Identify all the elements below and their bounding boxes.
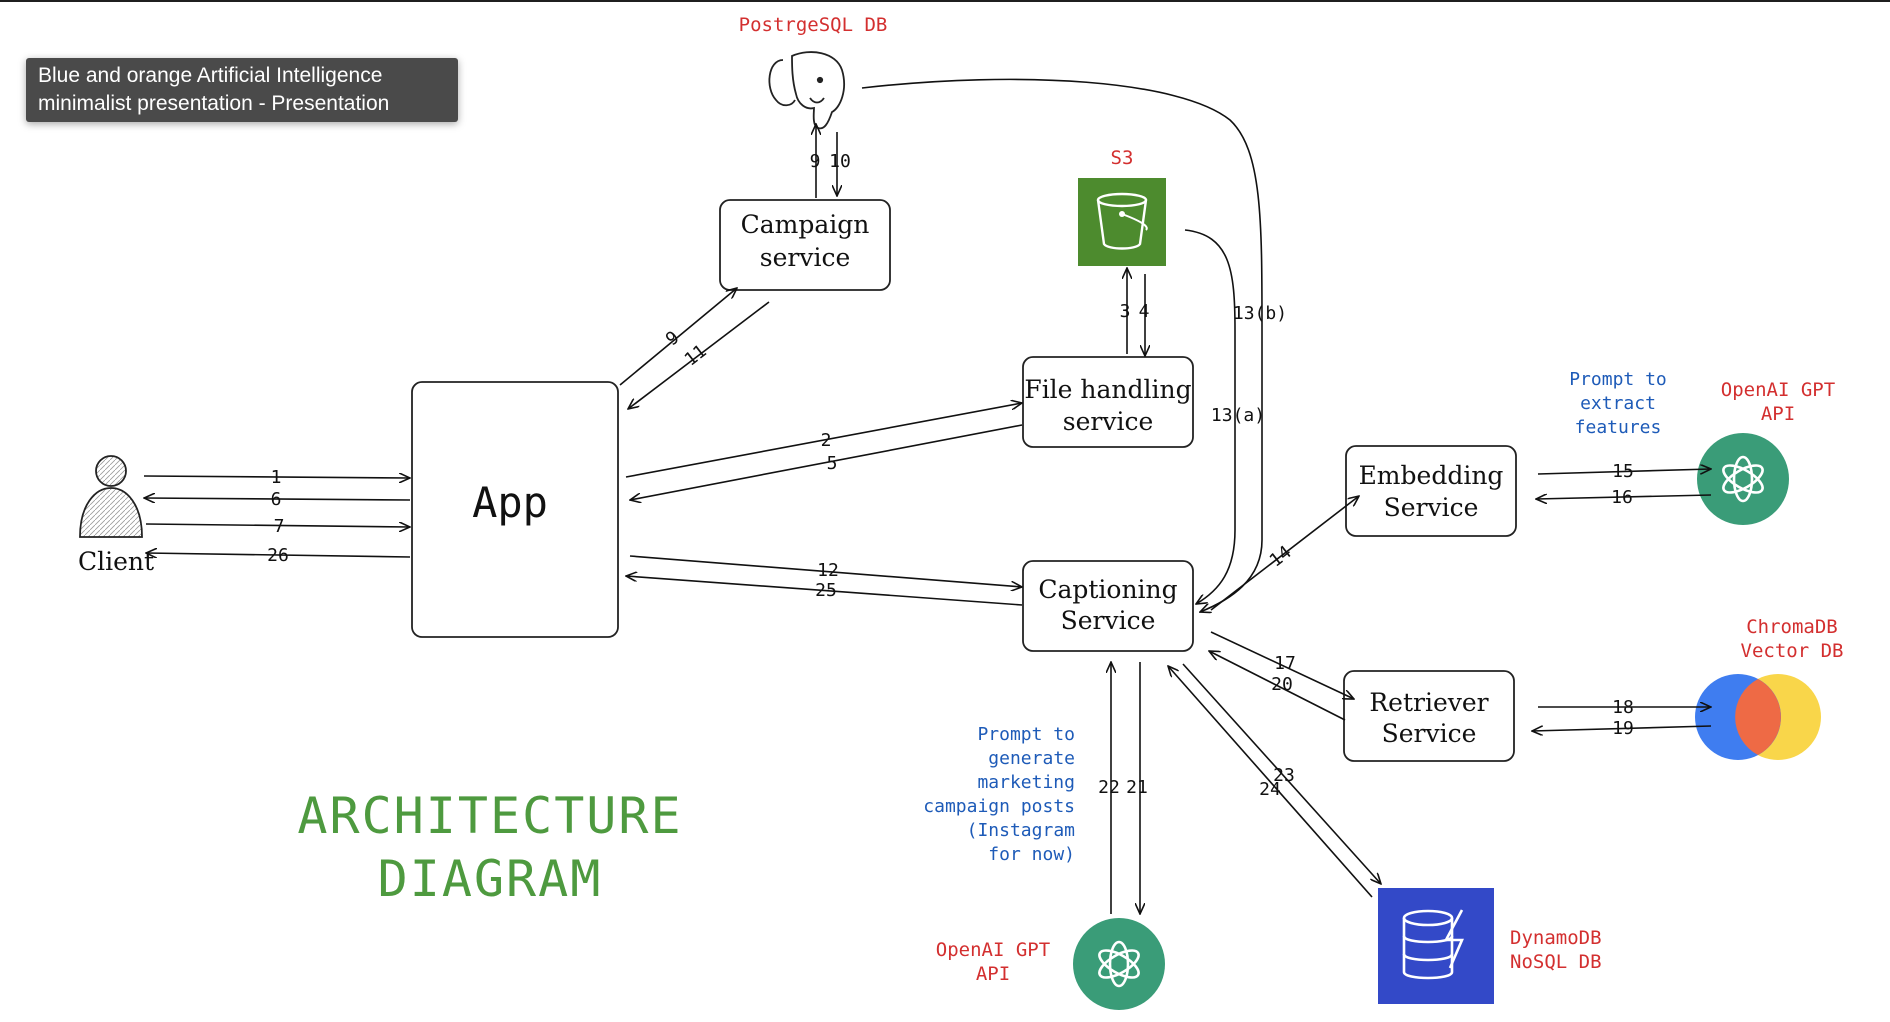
retriever-label-1: Retriever [1369, 688, 1488, 717]
edge-label-21: 21 [1126, 777, 1148, 798]
edge-19 [1532, 725, 1712, 731]
edge-12 [629, 555, 1022, 587]
edge-label-13b: 13(b) [1233, 303, 1287, 324]
file-handling-label-2: service [1063, 407, 1154, 436]
tooltip-line-2: minimalist presentation - Presentation [38, 92, 390, 115]
client-label: Client [78, 547, 154, 576]
edge-2 [625, 403, 1022, 478]
note-generate-1: Prompt to [977, 724, 1075, 745]
edge-label-18: 18 [1612, 697, 1634, 718]
edge-6 [144, 498, 411, 500]
retriever-service-box [1343, 670, 1515, 762]
edge-label-24: 24 [1259, 779, 1281, 800]
chromadb-label-2: Vector DB [1741, 640, 1844, 662]
postgres-elephant-icon [768, 51, 845, 130]
edge-label-17: 17 [1274, 653, 1296, 674]
edge-11 [628, 301, 770, 409]
tooltip-line-1: Blue and orange Artificial Intelligence [38, 64, 383, 87]
retriever-label-2: Service [1382, 719, 1477, 748]
edge-15 [1537, 469, 1711, 475]
edge-label-6: 6 [271, 489, 282, 510]
embedding-label-2: Service [1384, 493, 1479, 522]
dynamodb-label-2: NoSQL DB [1510, 951, 1602, 973]
openai-top-icon [1697, 433, 1789, 525]
edge-label-23: 23 [1273, 765, 1295, 786]
s3-label: S3 [1111, 147, 1134, 169]
file-handling-label-1: File handling [1024, 375, 1191, 404]
campaign-service-box [719, 199, 891, 291]
edge-7 [145, 524, 410, 527]
note-extract-1: Prompt to [1569, 369, 1667, 390]
edge-23 [1182, 663, 1381, 884]
edge-24 [1168, 666, 1373, 898]
openai-top-label-1: OpenAI GPT [1721, 379, 1835, 401]
postgres-label: PostrgeSQL DB [739, 14, 888, 36]
edge-13b [861, 78, 1263, 612]
window-top-edge [0, 0, 1890, 2]
edge-5 [630, 424, 1023, 500]
diagram-title-line2: DIAGRAM [378, 850, 603, 908]
presentation-title-tooltip: Blue and orange Artificial Intelligence … [26, 58, 458, 122]
diagram-title-line1: ARCHITECTURE [297, 787, 682, 845]
edge-label-3: 3 [1120, 301, 1131, 322]
edge-label-16: 16 [1611, 487, 1633, 508]
edge-label-1: 1 [271, 467, 282, 488]
note-generate-2: generate [988, 748, 1075, 769]
edge-label-7: 7 [274, 516, 285, 537]
edge-label-22: 22 [1098, 777, 1120, 798]
edge-label-2: 2 [821, 430, 832, 451]
app-label: App [472, 478, 548, 527]
campaign-service-label-1: Campaign [741, 210, 870, 239]
edge-label-20: 20 [1271, 674, 1293, 695]
edge-25 [626, 576, 1023, 606]
edge-17 [1210, 631, 1354, 699]
dynamodb-icon [1378, 888, 1494, 1004]
openai-bottom-label-2: API [976, 963, 1010, 985]
openai-bottom-label-1: OpenAI GPT [936, 939, 1050, 961]
openai-top-label-2: API [1761, 403, 1795, 425]
s3-bucket-icon [1078, 178, 1166, 266]
embedding-label-1: Embedding [1359, 461, 1504, 490]
captioning-service-box [1022, 560, 1194, 652]
openai-bottom-icon [1073, 918, 1165, 1010]
edge-label-25: 25 [815, 580, 837, 601]
edge-label-9-pg: 9 [810, 151, 821, 172]
dynamodb-label-1: DynamoDB [1510, 927, 1602, 949]
note-generate-5: (Instagram [967, 820, 1075, 841]
edge-14 [1210, 496, 1359, 611]
embedding-service-box [1345, 445, 1517, 537]
edge-label-5: 5 [827, 453, 838, 474]
note-extract-2: extract [1580, 393, 1656, 414]
edge-20 [1209, 651, 1346, 721]
edge-label-4: 4 [1139, 301, 1150, 322]
note-generate-4: campaign posts [923, 796, 1075, 817]
edge-label-10: 10 [829, 151, 851, 172]
edge-label-13a: 13(a) [1211, 405, 1265, 426]
chromadb-icon [1695, 674, 1821, 760]
campaign-service-label-2: service [760, 243, 851, 272]
edge-label-12: 12 [817, 560, 839, 581]
edge-1 [143, 476, 410, 478]
captioning-label-2: Service [1061, 606, 1156, 635]
chromadb-label-1: ChromaDB [1746, 616, 1838, 638]
edge-16 [1536, 495, 1712, 499]
edge-13a [1184, 229, 1236, 604]
edge-label-14: 14 [1266, 542, 1296, 572]
edge-label-15: 15 [1612, 461, 1634, 482]
app-box [411, 381, 619, 638]
client-icon [79, 455, 143, 538]
note-generate-3: marketing [977, 772, 1075, 793]
edge-label-26: 26 [267, 545, 289, 566]
note-generate-6: for now) [988, 844, 1075, 865]
edge-26 [146, 553, 411, 557]
note-extract-3: features [1575, 417, 1662, 438]
edge-label-19: 19 [1612, 718, 1634, 739]
edge-9-app-campaign [619, 288, 737, 386]
captioning-label-1: Captioning [1038, 575, 1177, 604]
